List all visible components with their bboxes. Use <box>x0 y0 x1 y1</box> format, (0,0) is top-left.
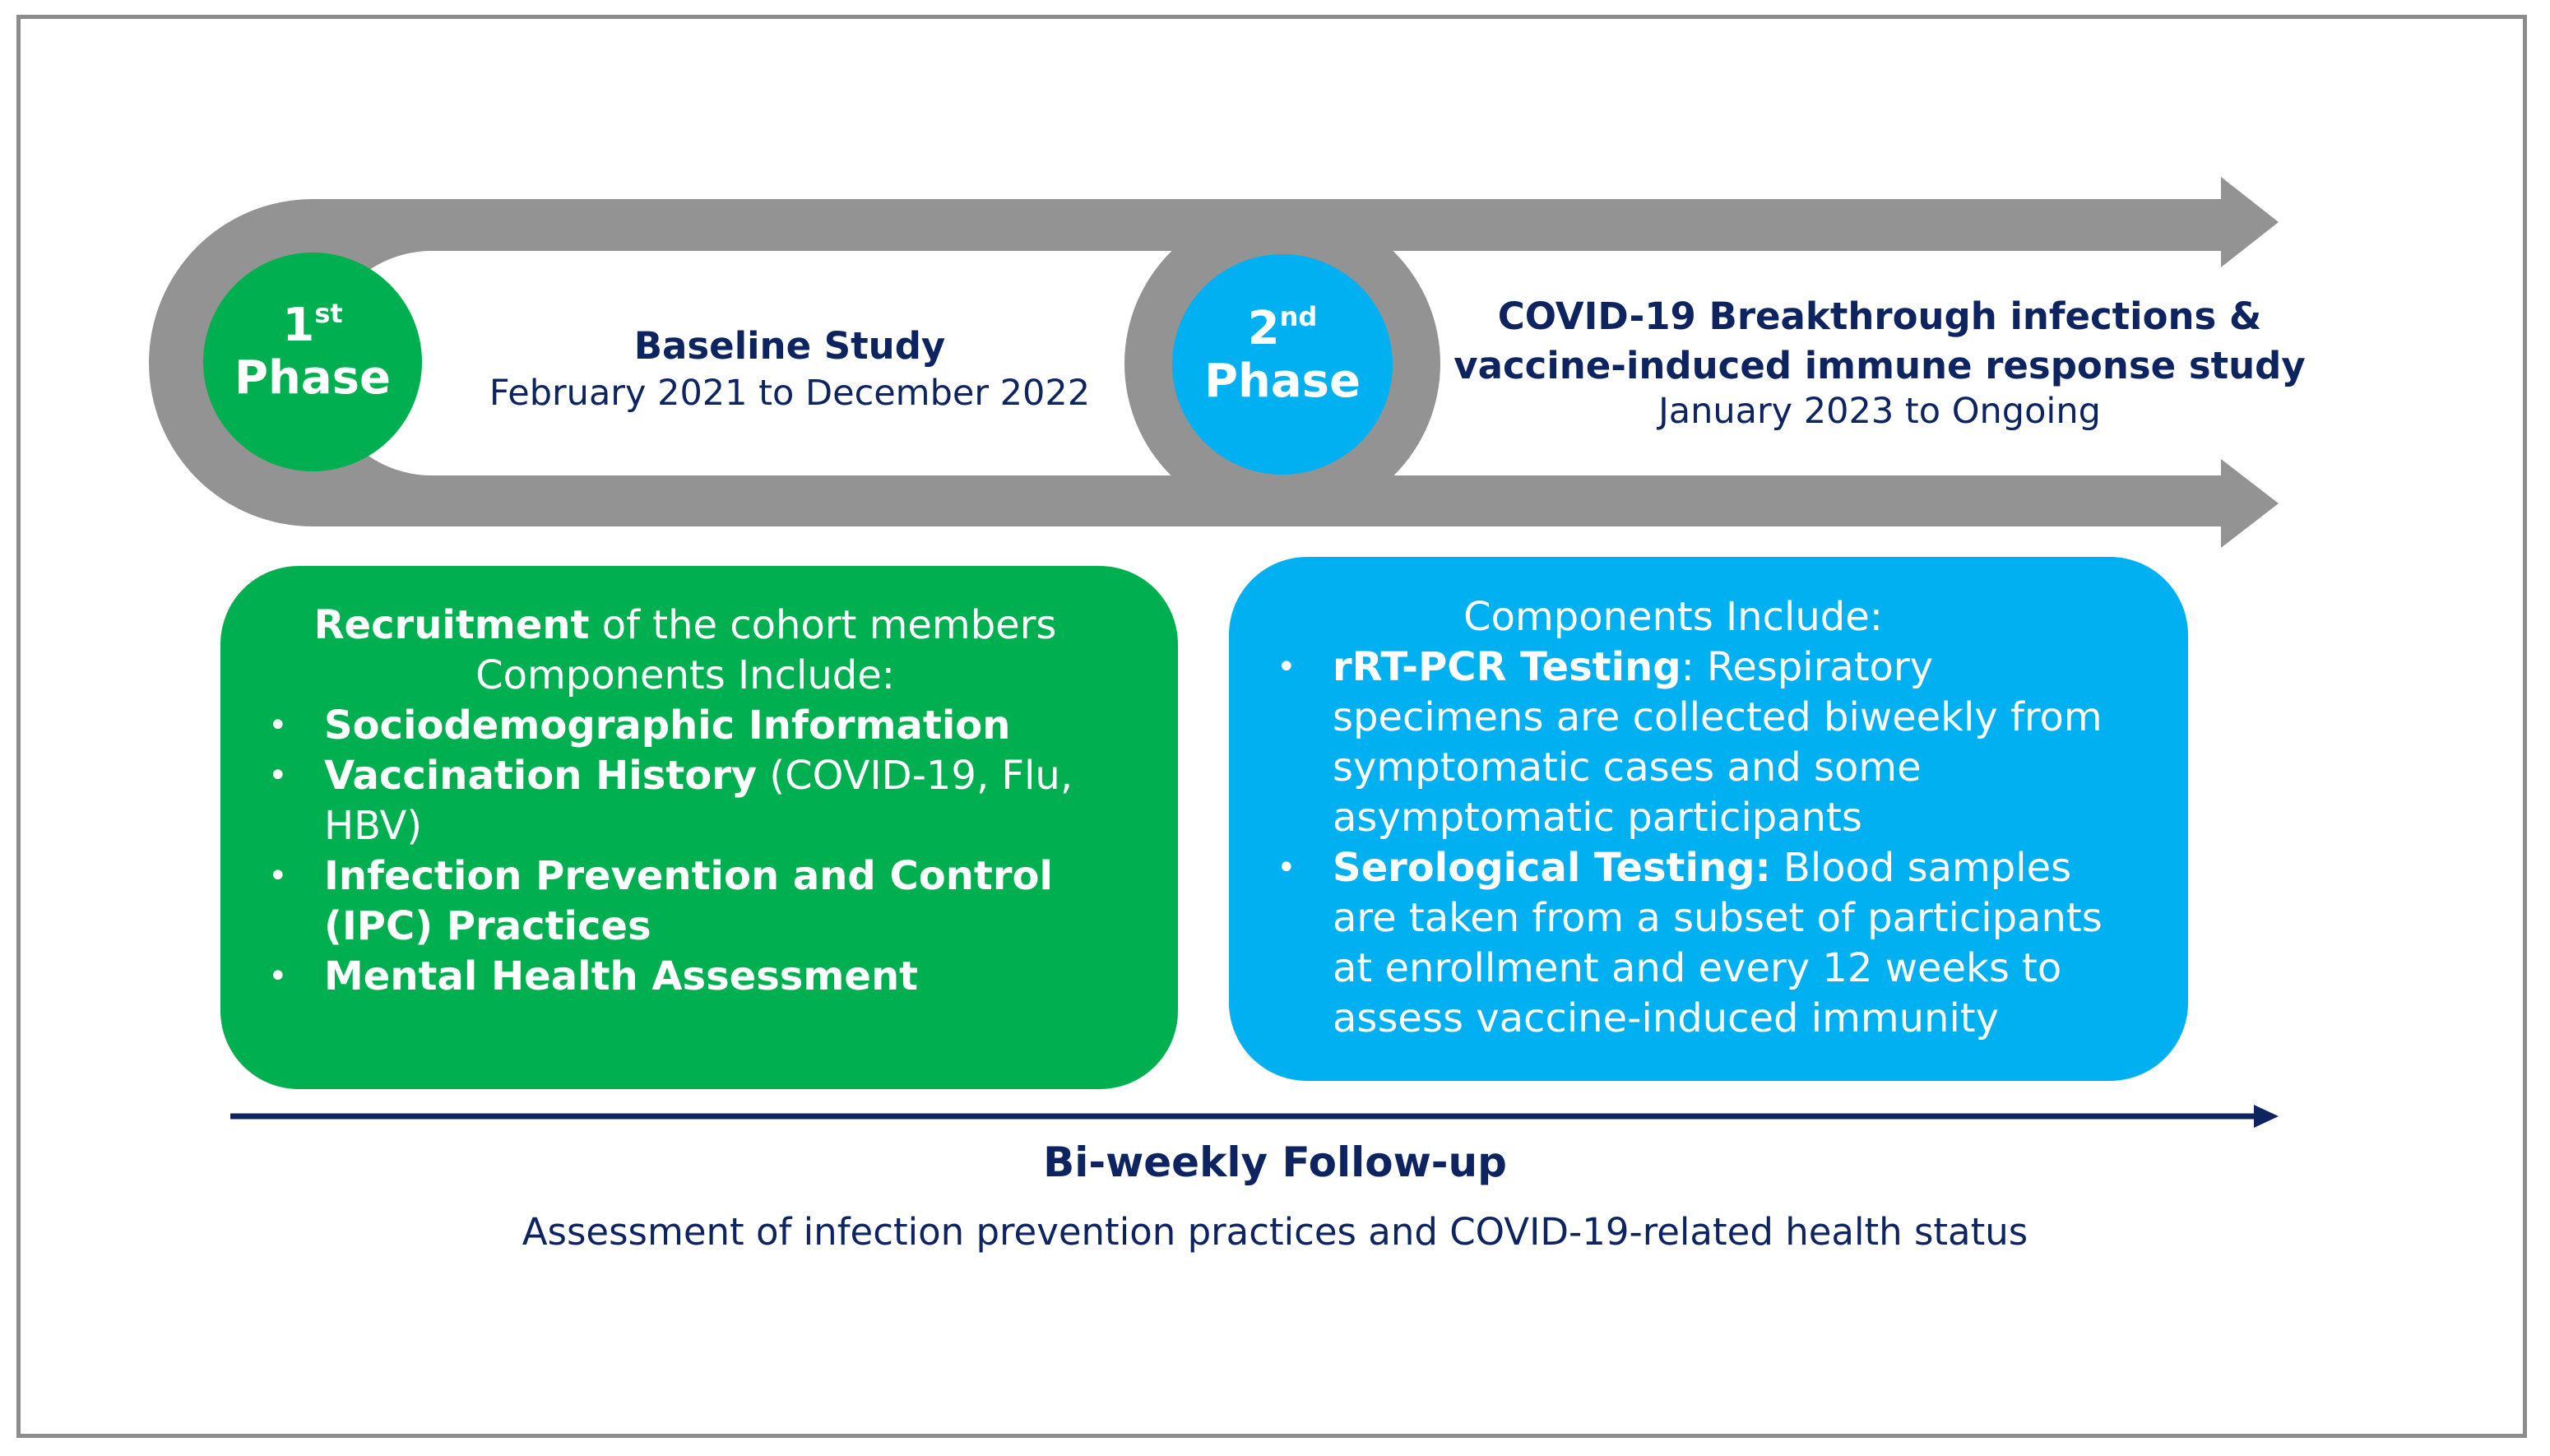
item-rest: : Respiratory specimens are collected bi… <box>1333 644 2103 841</box>
phase2-components-content: Components Include: • rRT-PCR Testing: Re… <box>1229 592 2117 1044</box>
phase2-components-box <box>1229 557 2188 1081</box>
phase1-circle <box>203 253 422 471</box>
phase1-box-heading-rest: of the cohort members <box>589 602 1057 648</box>
bullet: • <box>268 707 288 744</box>
phase1-label: 1st Phase <box>204 299 421 405</box>
item-bold: rRT-PCR Testing <box>1333 644 1681 690</box>
list-item: • rRT-PCR Testing: Respiratory specimens … <box>1229 642 2117 843</box>
phase1-components-box <box>220 566 1178 1089</box>
bullet: • <box>1277 648 1296 686</box>
phase1-components-content: Recruitment of the cohort members Compon… <box>220 600 1150 1002</box>
item-bold: Sociodemographic Information <box>324 702 1011 749</box>
phase2-word: Phase <box>1203 355 1361 408</box>
item-bold: Vaccination History <box>324 753 758 799</box>
item-rest: Blood samples are taken from a subset of… <box>1333 845 2103 1041</box>
phase2-title-line2: vaccine-induced immune response study <box>1454 344 2306 387</box>
phase1-box-heading-bold: Recruitment <box>313 602 590 648</box>
phase1-title: Baseline Study <box>633 324 946 368</box>
list-item: • Mental Health Assessment <box>220 952 1150 1002</box>
item-bold: Serological Testing: <box>1333 845 1771 891</box>
followup-title: Bi-weekly Follow-up <box>1043 1138 1507 1186</box>
phase1-dates: February 2021 to December 2022 <box>489 373 1091 414</box>
phase1-ordinal-suffix: st <box>314 298 343 329</box>
figure-frame <box>16 15 2527 1438</box>
phase2-title-line1: COVID-19 Breakthrough infections & <box>1497 294 2262 338</box>
list-item: • Sociodemographic Information <box>220 701 1150 751</box>
phase1-box-subheading: Components Include: <box>475 652 895 698</box>
bullet: • <box>268 757 288 795</box>
phase1-word: Phase <box>234 351 391 405</box>
phase2-component-list: • rRT-PCR Testing: Respiratory specimens … <box>1229 642 2117 1044</box>
phase-arrow-outer <box>149 177 2279 548</box>
phase2-box-subheading: Components Include: <box>1463 594 1883 640</box>
list-item: • Serological Testing: Blood samples are … <box>1229 843 2117 1044</box>
item-bold: Infection Prevention and Control (IPC) P… <box>324 853 1053 949</box>
phase1-number: 1 <box>282 299 315 352</box>
item-bold: Mental Health Assessment <box>324 953 919 999</box>
followup-arrow-head <box>2254 1105 2279 1128</box>
phase2-label: 2nd Phase <box>1173 303 1392 408</box>
phase2-dates: January 2023 to Ongoing <box>1658 391 2101 432</box>
list-item: • Infection Prevention and Control (IPC) … <box>220 851 1150 952</box>
phase1-component-list: • Sociodemographic Information • Vaccinati… <box>220 701 1150 1002</box>
phase2-circle <box>1172 254 1393 475</box>
item-rest: (COVID-19, Flu, HBV) <box>324 753 1073 849</box>
phase2-ordinal-suffix: nd <box>1279 301 1318 332</box>
followup-description: Assessment of infection prevention pract… <box>522 1210 2028 1254</box>
phase2-number: 2 <box>1247 302 1280 355</box>
bullet: • <box>1277 849 1296 887</box>
bullet: • <box>268 857 288 895</box>
bullet: • <box>268 958 288 995</box>
phase1-box-heading: Recruitment of the cohort members <box>220 600 1150 651</box>
list-item: • Vaccination History (COVID-19, Flu, HBV… <box>220 751 1150 851</box>
